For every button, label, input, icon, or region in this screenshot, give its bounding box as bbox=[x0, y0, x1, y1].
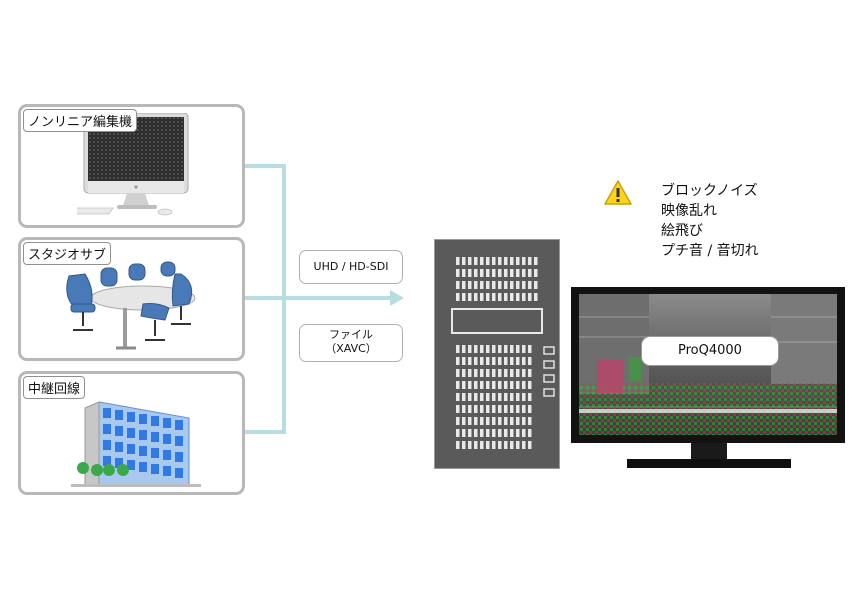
warning-item: 映像乱れ bbox=[661, 203, 717, 219]
signal-label-file: ファイル （XAVC） bbox=[299, 324, 403, 362]
source-label-nle: ノンリニア編集機 bbox=[23, 109, 138, 132]
signal-label-sdi: UHD / HD-SDI bbox=[299, 250, 403, 284]
source-studio-box: スタジオサブ bbox=[18, 237, 245, 361]
arrow-head-icon bbox=[390, 290, 404, 306]
warning-icon bbox=[604, 180, 632, 205]
source-label-studio: スタジオサブ bbox=[23, 242, 112, 265]
warning-item: ブロックノイズ bbox=[661, 183, 758, 199]
warning-item: 絵飛び bbox=[661, 223, 703, 239]
source-nle-box: ノンリニア編集機 bbox=[18, 104, 245, 228]
signal-file-format-text: （XAVC） bbox=[325, 342, 377, 355]
source-relay-box: 中継回線 bbox=[18, 371, 245, 495]
warning-list: ブロックノイズ 映像乱れ 絵飛び プチ音 / 音切れ bbox=[661, 181, 759, 261]
monitor-icon bbox=[571, 287, 845, 468]
meeting-room-icon bbox=[66, 261, 196, 350]
signal-file-text: ファイル bbox=[329, 328, 373, 341]
office-building-icon bbox=[71, 401, 201, 487]
warning-item: プチ音 / 音切れ bbox=[661, 243, 759, 259]
signal-sdi-text: UHD / HD-SDI bbox=[313, 260, 389, 273]
source-label-relay: 中継回線 bbox=[23, 376, 86, 399]
product-label: ProQ4000 bbox=[641, 336, 779, 366]
server-rack-icon bbox=[434, 239, 560, 469]
